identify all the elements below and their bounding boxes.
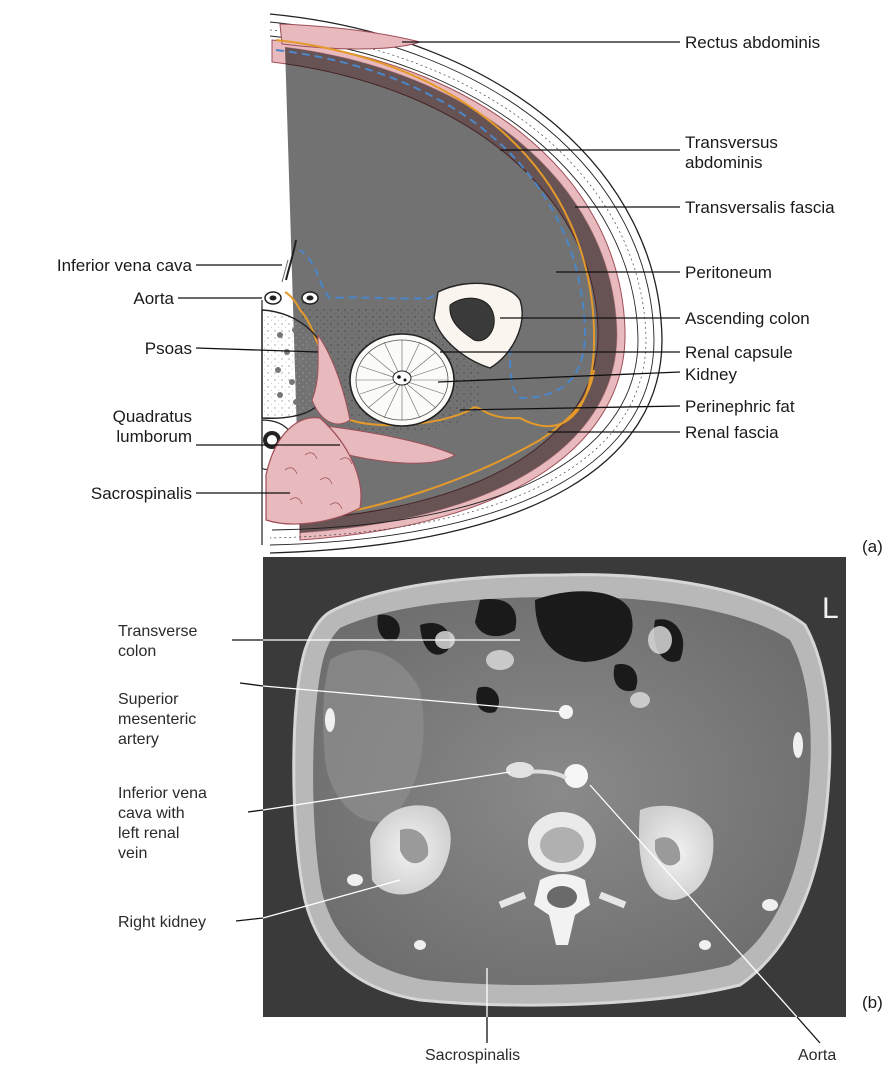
label-perinephric-fat: Perinephric fat bbox=[685, 397, 795, 416]
label-ivc-line3: left renal bbox=[118, 825, 179, 842]
label-ivc-line4: vein bbox=[118, 845, 147, 862]
label-transverse-line2: colon bbox=[118, 643, 156, 660]
leader-aorta-b-outer bbox=[797, 1017, 820, 1043]
label-peritoneum: Peritoneum bbox=[685, 263, 772, 282]
panel-b-tag: (b) bbox=[862, 993, 883, 1012]
label-sma-line1: Superior bbox=[118, 691, 179, 708]
panel-b-ct: L Transverse colon Superior mesenteric a… bbox=[118, 557, 883, 1064]
leader-right-kidney-outer bbox=[236, 918, 263, 921]
label-transverse-line1: Transverse bbox=[118, 623, 198, 640]
label-aorta-b: Aorta bbox=[798, 1047, 836, 1064]
label-transversalis-fascia: Transversalis fascia bbox=[685, 198, 835, 217]
label-sacrospinalis-b: Sacrospinalis bbox=[425, 1047, 520, 1064]
label-right-kidney: Right kidney bbox=[118, 914, 206, 931]
label-quadratus-line1: Quadratus bbox=[113, 407, 192, 426]
kidney-drawing bbox=[350, 334, 454, 426]
label-renal-capsule: Renal capsule bbox=[685, 343, 793, 362]
label-kidney: Kidney bbox=[685, 365, 737, 384]
label-inferior-vena-cava: Inferior vena cava bbox=[57, 256, 193, 275]
panel-a-tag: (a) bbox=[862, 537, 883, 556]
label-ascending-colon: Ascending colon bbox=[685, 309, 810, 328]
label-transversus-line2: abdominis bbox=[685, 153, 763, 172]
leader-ivc-outer bbox=[248, 810, 263, 812]
label-sacrospinalis-a: Sacrospinalis bbox=[91, 484, 192, 503]
label-sma-line2: mesenteric bbox=[118, 711, 196, 728]
ct-orientation-mark: L bbox=[822, 592, 839, 625]
label-ivc-line2: cava with bbox=[118, 805, 185, 822]
label-transversus-line1: Transversus bbox=[685, 133, 778, 152]
leader-sma-outer bbox=[240, 683, 263, 686]
label-ivc-line1: Inferior vena bbox=[118, 785, 207, 802]
rectus-abdominis-muscle bbox=[280, 24, 420, 49]
label-quadratus-line2: lumborum bbox=[116, 427, 192, 446]
label-aorta-a: Aorta bbox=[133, 289, 174, 308]
label-renal-fascia: Renal fascia bbox=[685, 423, 779, 442]
label-sma-line3: artery bbox=[118, 731, 159, 748]
label-rectus-abdominis: Rectus abdominis bbox=[685, 33, 820, 52]
label-psoas: Psoas bbox=[145, 339, 192, 358]
panel-a-diagram: Rectus abdominis Transversus abdominis T… bbox=[57, 14, 883, 556]
